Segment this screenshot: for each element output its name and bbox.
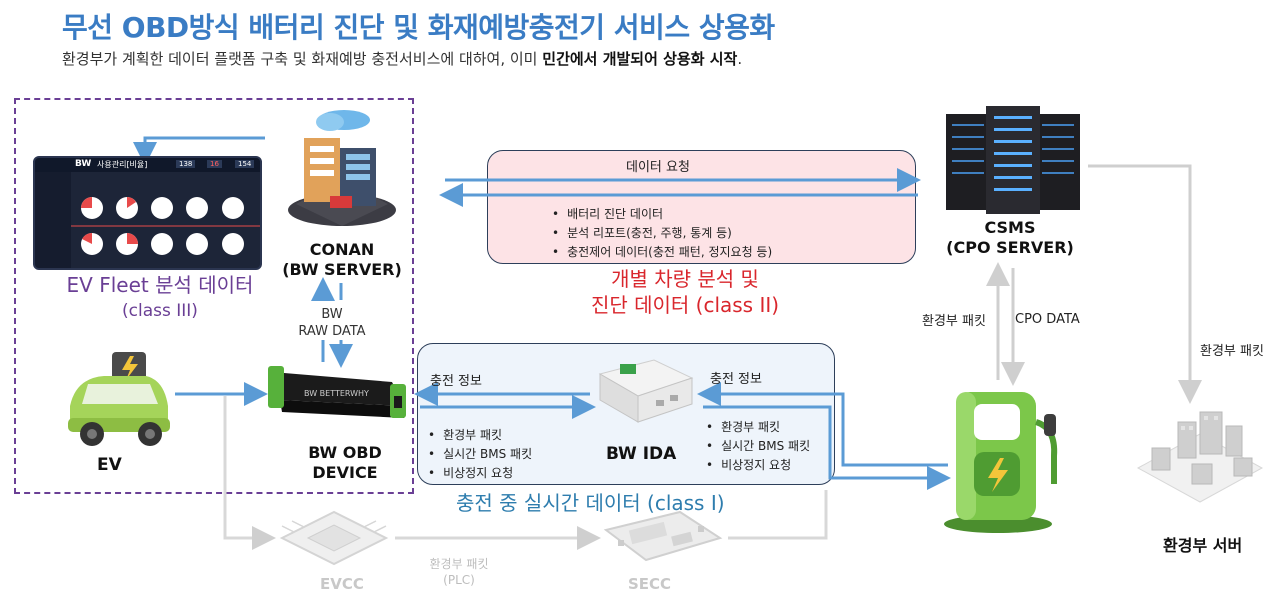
evcc-label: EVCC — [320, 575, 364, 593]
me-packet-label-right: 환경부 패킷 — [1200, 344, 1264, 359]
class1-label: 충전 중 실시간 데이터 (class I) — [456, 491, 725, 515]
fleet-dashboard: BW 사용관리[비율] 138 16 154 — [33, 156, 262, 270]
class1-items-right: 환경부 패킷 실시간 BMS 패킷 비상정지 요청 — [706, 418, 810, 475]
csms-server-icon — [946, 106, 1080, 214]
charge-info-right-label: 충전 정보 — [710, 372, 762, 387]
legacy-path-secc-charger — [728, 490, 828, 540]
class2-item: 배터리 진단 데이터 — [552, 205, 772, 224]
ida-device-icon — [598, 359, 694, 423]
class2-item: 분석 리포트(충전, 주행, 통계 등) — [552, 224, 772, 243]
legacy-path-ev-evcc — [223, 396, 276, 550]
class1-item: 실시간 BMS 패킷 — [428, 445, 532, 464]
arrow-charger-to-ida — [697, 382, 948, 467]
secc-label: SECC — [628, 575, 672, 593]
class1-item: 환경부 패킷 — [428, 426, 532, 445]
dashboard-stat-1: 138 — [176, 160, 196, 168]
class1-item: 비상정지 요청 — [428, 464, 532, 483]
arrow-conan-to-dashboard — [133, 136, 265, 166]
arrow-csms-to-me-server — [1088, 164, 1202, 404]
secc-board-icon — [603, 510, 723, 562]
conan-label: CONAN(BW SERVER) — [282, 240, 402, 279]
cpo-data-label: CPO DATA — [1015, 312, 1080, 327]
ida-label: BW IDA — [606, 444, 677, 464]
fleet-boundary-box — [14, 98, 414, 494]
class1-items-left: 환경부 패킷 실시간 BMS 패킷 비상정지 요청 — [428, 426, 532, 483]
dashboard-pie-grid — [71, 197, 260, 255]
class1-item: 환경부 패킷 — [706, 418, 810, 437]
csms-label: CSMS(CPO SERVER) — [946, 218, 1074, 257]
me-server-icon — [1136, 411, 1264, 503]
dashboard-stat-2: 16 — [207, 160, 222, 168]
charge-info-left-label: 충전 정보 — [430, 374, 482, 389]
page-title: 무선 OBD방식 배터리 진단 및 화재예방충전기 서비스 상용화 — [62, 11, 775, 44]
dashboard-header: 사용관리[비율] — [97, 160, 148, 169]
evcc-chip-icon — [279, 510, 389, 566]
class3-label: EV Fleet 분석 데이터(class III) — [66, 273, 254, 321]
dashboard-stat-3: 154 — [235, 160, 255, 168]
arrow-ida-to-charger — [703, 405, 951, 490]
me-server-label: 환경부 서버 — [1163, 536, 1243, 555]
plc-label: 환경부 패킷(PLC) — [429, 557, 489, 587]
ev-label: EV — [97, 455, 122, 475]
dashboard-logo: BW — [75, 159, 92, 169]
charger-icon — [944, 392, 1058, 533]
class1-item: 비상정지 요청 — [706, 456, 810, 475]
subtitle-emphasis: 민간에서 개발되어 상용화 시작 — [542, 50, 738, 68]
class1-item: 실시간 BMS 패킷 — [706, 437, 810, 456]
me-packet-label-left: 환경부 패킷 — [922, 314, 986, 329]
ev-car-icon — [68, 352, 170, 446]
obd-device-icon: BW BETTERWHY — [268, 366, 406, 418]
class2-item: 충전제어 데이터(충전 패턴, 정지요청 등) — [552, 243, 772, 262]
page-subtitle: 환경부가 계획한 데이터 플랫폼 구축 및 화재예방 충전서비스에 대하여, 이… — [62, 50, 743, 68]
conan-server-icon — [288, 110, 396, 226]
data-request-label: 데이터 요청 — [626, 160, 690, 175]
class2-items: 배터리 진단 데이터 분석 리포트(충전, 주행, 통계 등) 충전제어 데이터… — [552, 205, 772, 262]
svg-text:BW BETTERWHY: BW BETTERWHY — [304, 389, 369, 398]
